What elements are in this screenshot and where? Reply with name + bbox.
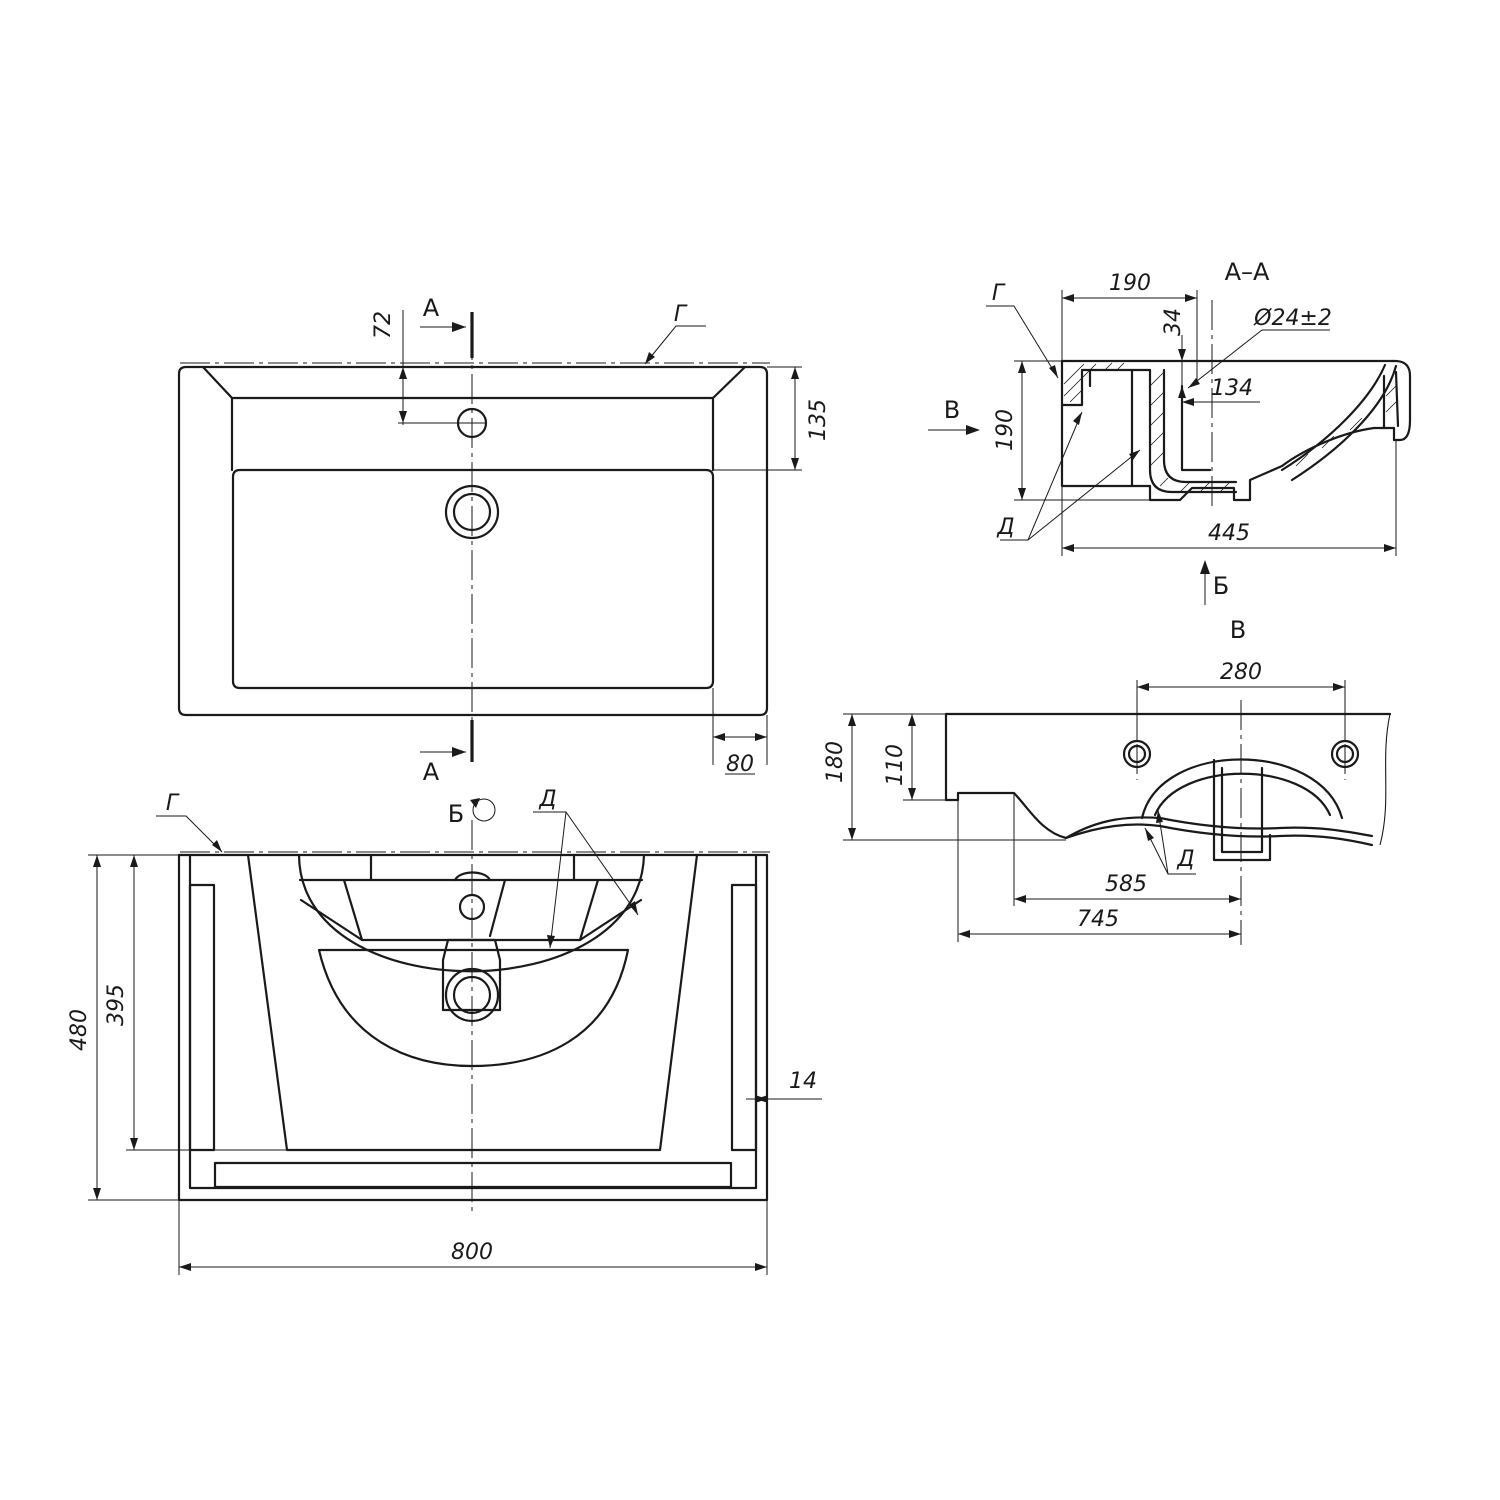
- section-body: [1060, 359, 1412, 502]
- basin-bowl-outline: [231, 468, 715, 690]
- top-view-outline: [177, 365, 769, 717]
- dimension-800: 800: [178, 1200, 768, 1275]
- dim-395-label: 395: [104, 984, 129, 1026]
- dim-280-label: 280: [1220, 660, 1262, 685]
- dimension-180: 180: [823, 713, 1066, 841]
- leader-g-section: Г: [986, 281, 1059, 379]
- view-mark-b: Б: [448, 798, 496, 828]
- leader-d-section: Д: [996, 411, 1141, 541]
- dimension-diameter: Ø24±2: [1187, 306, 1332, 389]
- dimension-585: 585: [1013, 793, 1241, 906]
- section-mark-bottom: А: [423, 758, 440, 786]
- side-view-title: В: [1230, 616, 1246, 644]
- leader-g-top: Г: [644, 302, 706, 365]
- dim-180-label: 180: [823, 741, 848, 783]
- dimension-445: 445: [1061, 440, 1397, 556]
- svg-text:Б: Б: [448, 800, 464, 828]
- dimension-190-top: 190: [1061, 271, 1198, 385]
- leader-g-bottom: Г: [156, 791, 223, 853]
- svg-text:Г: Г: [674, 302, 688, 327]
- dim-14-label: 14: [789, 1069, 817, 1094]
- dim-480-label: 480: [67, 1009, 92, 1051]
- dim-134-label: 134: [1211, 376, 1253, 401]
- dim-190-top-label: 190: [1109, 271, 1151, 296]
- dim-585-label: 585: [1105, 872, 1147, 897]
- dim-190-side-label: 190: [993, 409, 1018, 451]
- dim-72-label: 72: [371, 311, 396, 339]
- section-hatching: [1063, 362, 1399, 493]
- top-view: А А 72 135 80 Г: [177, 294, 831, 786]
- dimension-395: 395: [104, 855, 287, 1151]
- svg-text:Д: Д: [996, 515, 1014, 540]
- dimension-72: 72: [371, 310, 407, 425]
- dim-745-label: 745: [1077, 907, 1119, 932]
- dimension-745: 745: [957, 800, 1241, 942]
- dim-445-label: 445: [1208, 521, 1250, 546]
- dim-800-label: 800: [451, 1240, 493, 1265]
- view-arrow-b: Б: [1200, 560, 1229, 605]
- dimension-34: 34: [1161, 308, 1186, 400]
- dimension-134: 134: [1182, 376, 1260, 406]
- bottom-view-outline: [177, 853, 769, 1202]
- svg-text:Д: Д: [538, 787, 556, 812]
- svg-text:Г: Г: [992, 281, 1006, 306]
- dimension-280: 280: [1136, 660, 1346, 740]
- svg-text:В: В: [944, 396, 960, 424]
- dimension-135: 135: [713, 366, 831, 471]
- dim-135-label: 135: [806, 399, 831, 441]
- dim-34-label: 34: [1161, 308, 1186, 336]
- dimension-190-side: 190: [993, 360, 1150, 501]
- dim-diameter-label: Ø24±2: [1253, 306, 1332, 331]
- leader-d-side: Д: [1144, 809, 1196, 875]
- section-mark-top: А: [423, 294, 440, 322]
- dimension-14: 14: [746, 1069, 822, 1103]
- basin-underside: [246, 853, 699, 1152]
- section-view: А–А: [928, 258, 1412, 605]
- side-view-body: [944, 712, 1392, 847]
- bottom-view: Б Г Д 480 395: [67, 787, 822, 1275]
- svg-text:Д: Д: [1176, 847, 1194, 872]
- section-title: А–А: [1225, 258, 1270, 286]
- dim-80-label: 80: [726, 752, 754, 777]
- dimension-110: 110: [883, 714, 958, 801]
- view-arrow-v: В: [928, 396, 980, 435]
- svg-text:Г: Г: [166, 791, 180, 816]
- svg-text:Б: Б: [1213, 572, 1229, 600]
- leader-d-bottom: Д: [533, 787, 639, 949]
- dimension-80: 80: [712, 688, 768, 777]
- side-view: В 280 180: [823, 616, 1392, 945]
- dim-110-label: 110: [883, 744, 908, 786]
- dimension-480: 480: [67, 854, 179, 1201]
